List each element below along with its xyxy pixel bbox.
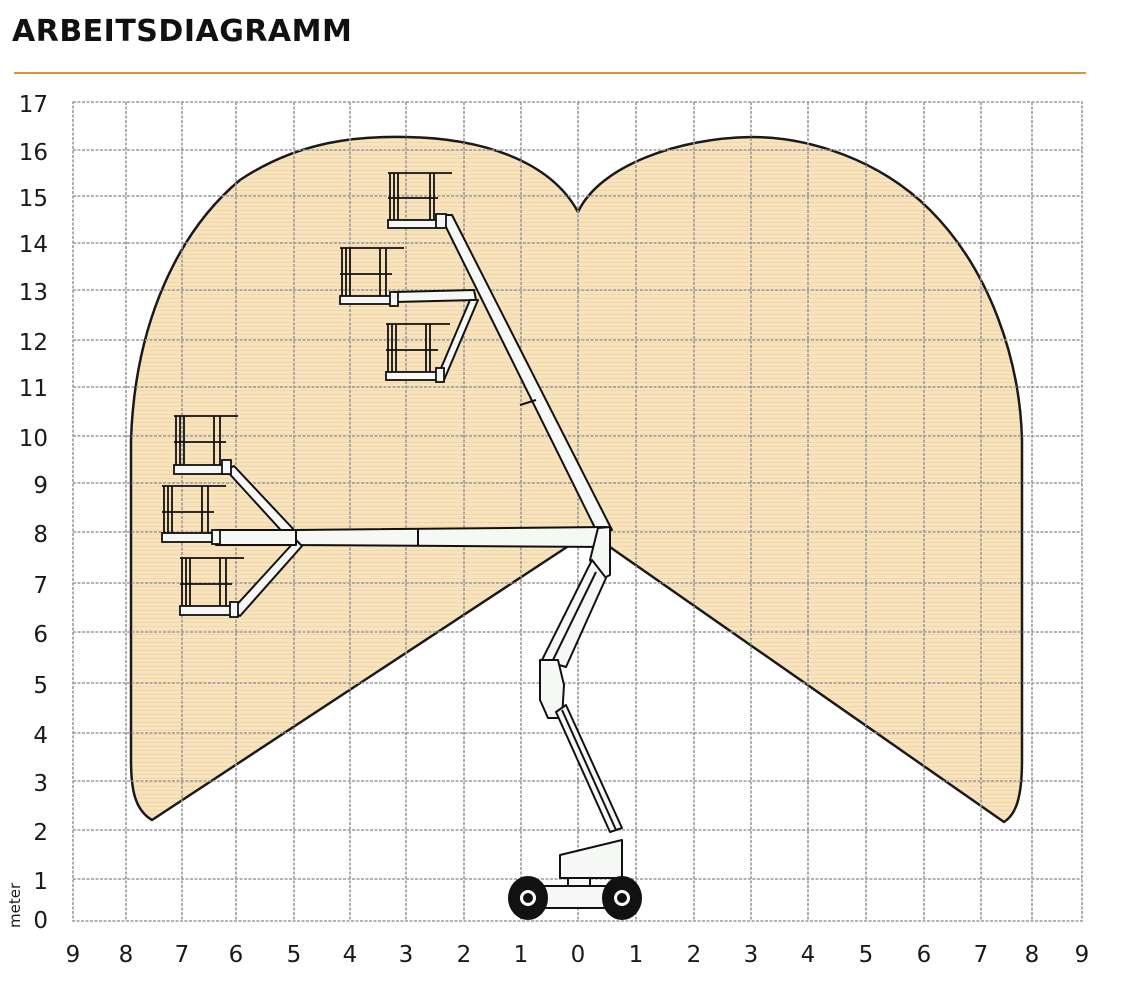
svg-text:6: 6 <box>229 942 244 968</box>
svg-text:2: 2 <box>457 942 472 968</box>
wheel-right-icon <box>602 876 642 920</box>
svg-text:4: 4 <box>33 723 48 749</box>
platform-basket-side-mid <box>161 485 226 545</box>
svg-text:8: 8 <box>1025 942 1040 968</box>
svg-text:11: 11 <box>19 376 48 402</box>
x-axis-labels: 9 8 7 6 5 4 3 2 1 0 1 2 3 4 5 6 7 8 9 <box>66 942 1090 968</box>
svg-text:0: 0 <box>571 942 586 968</box>
platform-basket-lower-mid <box>385 323 450 383</box>
svg-text:7: 7 <box>175 942 190 968</box>
y-axis-unit: meter <box>6 882 24 928</box>
boom-lift-drawing <box>215 214 642 920</box>
lower-arm-upper <box>541 559 607 668</box>
svg-text:5: 5 <box>33 673 48 699</box>
svg-text:3: 3 <box>744 942 759 968</box>
svg-text:8: 8 <box>33 522 48 548</box>
svg-text:6: 6 <box>33 622 48 648</box>
svg-text:14: 14 <box>19 232 48 258</box>
svg-text:2: 2 <box>33 820 48 846</box>
y-axis-labels: 17 16 15 14 13 12 11 10 9 8 7 6 5 4 3 2 … <box>6 92 48 934</box>
svg-text:7: 7 <box>974 942 989 968</box>
upper-boom <box>439 214 613 535</box>
svg-text:3: 3 <box>399 942 414 968</box>
turret <box>559 839 623 879</box>
svg-text:9: 9 <box>1075 942 1090 968</box>
svg-text:16: 16 <box>19 140 48 166</box>
page-title: ARBEITSDIAGRAMM <box>12 14 353 49</box>
svg-text:4: 4 <box>343 942 358 968</box>
svg-text:1: 1 <box>514 942 529 968</box>
svg-text:4: 4 <box>801 942 816 968</box>
svg-text:9: 9 <box>33 473 48 499</box>
title-divider <box>14 72 1086 74</box>
platform-basket-side-lower <box>179 557 244 618</box>
svg-text:0: 0 <box>33 908 48 934</box>
svg-text:5: 5 <box>287 942 302 968</box>
horizontal-boom <box>295 526 607 548</box>
svg-text:15: 15 <box>19 186 48 212</box>
svg-text:12: 12 <box>19 330 48 356</box>
svg-text:1: 1 <box>33 869 48 895</box>
svg-text:3: 3 <box>33 771 48 797</box>
svg-text:5: 5 <box>859 942 874 968</box>
svg-text:2: 2 <box>687 942 702 968</box>
svg-text:17: 17 <box>19 92 48 118</box>
svg-text:7: 7 <box>33 573 48 599</box>
svg-text:13: 13 <box>19 280 48 306</box>
platforms <box>161 172 452 618</box>
platform-basket-side-upper <box>173 415 238 475</box>
svg-text:10: 10 <box>19 426 48 452</box>
platform-basket-upper-mid <box>339 247 404 307</box>
svg-text:1: 1 <box>629 942 644 968</box>
svg-text:9: 9 <box>66 942 81 968</box>
svg-text:8: 8 <box>119 942 134 968</box>
svg-text:6: 6 <box>917 942 932 968</box>
platform-basket-top <box>387 172 452 229</box>
wheel-left-icon <box>508 876 548 920</box>
